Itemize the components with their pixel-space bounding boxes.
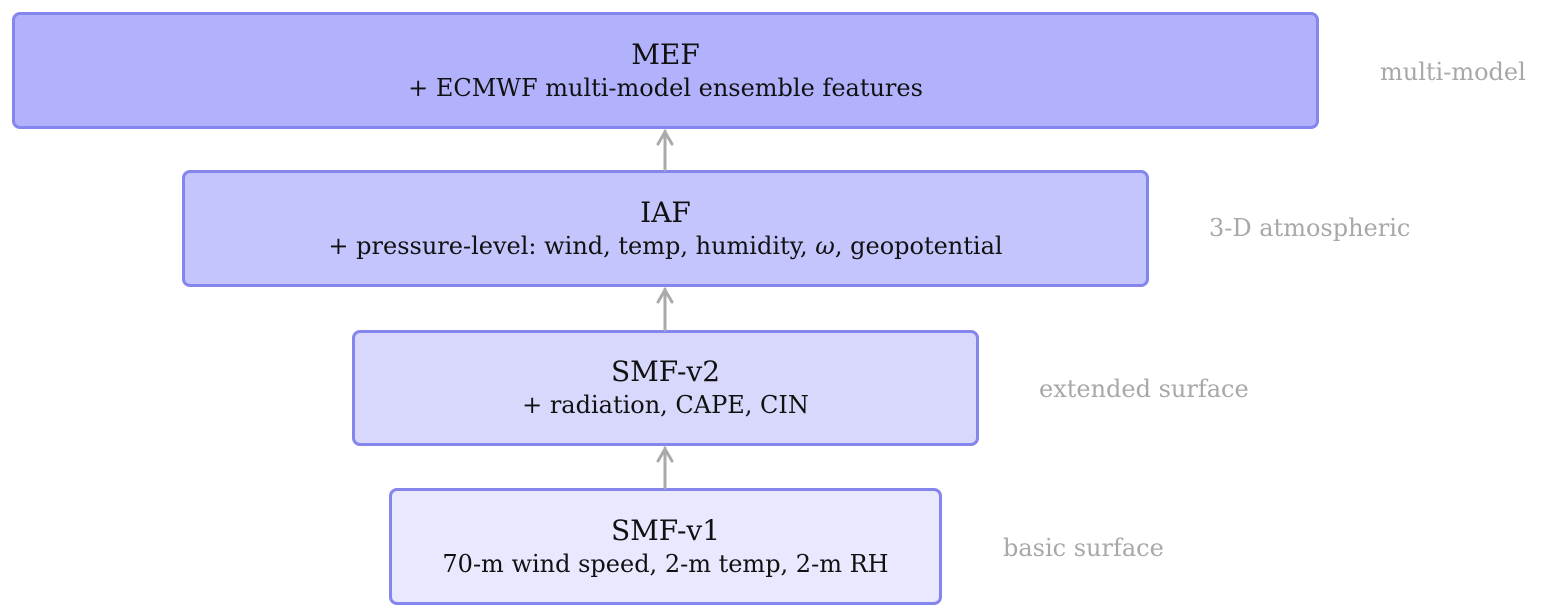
mef-side-label: multi-model xyxy=(1380,58,1526,86)
smf-v2-side-label: extended surface xyxy=(1039,375,1249,403)
arrowhead-smf1-to-smf2 xyxy=(656,447,674,463)
iaf-box: IAF + pressure-level: wind, temp, humidi… xyxy=(182,170,1149,287)
iaf-description-prefix: + pressure-level: wind, temp, humidity, xyxy=(328,231,816,260)
iaf-title: IAF xyxy=(640,195,691,229)
iaf-description-suffix: , geopotential xyxy=(834,231,1003,260)
smf-v2-description: + radiation, CAPE, CIN xyxy=(522,391,809,419)
mef-description: + ECMWF multi-model ensemble features xyxy=(408,73,923,102)
arrowhead-iaf-to-mef xyxy=(656,130,674,146)
iaf-side-label: 3-D atmospheric xyxy=(1209,214,1411,242)
smf-v1-box: SMF-v1 70-m wind speed, 2-m temp, 2-m RH xyxy=(389,488,942,605)
smf-v2-box: SMF-v2 + radiation, CAPE, CIN xyxy=(352,330,979,446)
omega-symbol: ω xyxy=(815,231,835,260)
smf-v1-title: SMF-v1 xyxy=(610,513,721,547)
arrowhead-smf2-to-iaf xyxy=(656,288,674,304)
smf-v1-side-label: basic surface xyxy=(1003,534,1164,562)
iaf-description: + pressure-level: wind, temp, humidity, … xyxy=(328,230,1002,262)
mef-title: MEF xyxy=(631,37,700,71)
smf-v2-title: SMF-v2 xyxy=(610,355,721,388)
mef-box: MEF + ECMWF multi-model ensemble feature… xyxy=(12,12,1319,129)
smf-v1-description: 70-m wind speed, 2-m temp, 2-m RH xyxy=(442,549,889,578)
